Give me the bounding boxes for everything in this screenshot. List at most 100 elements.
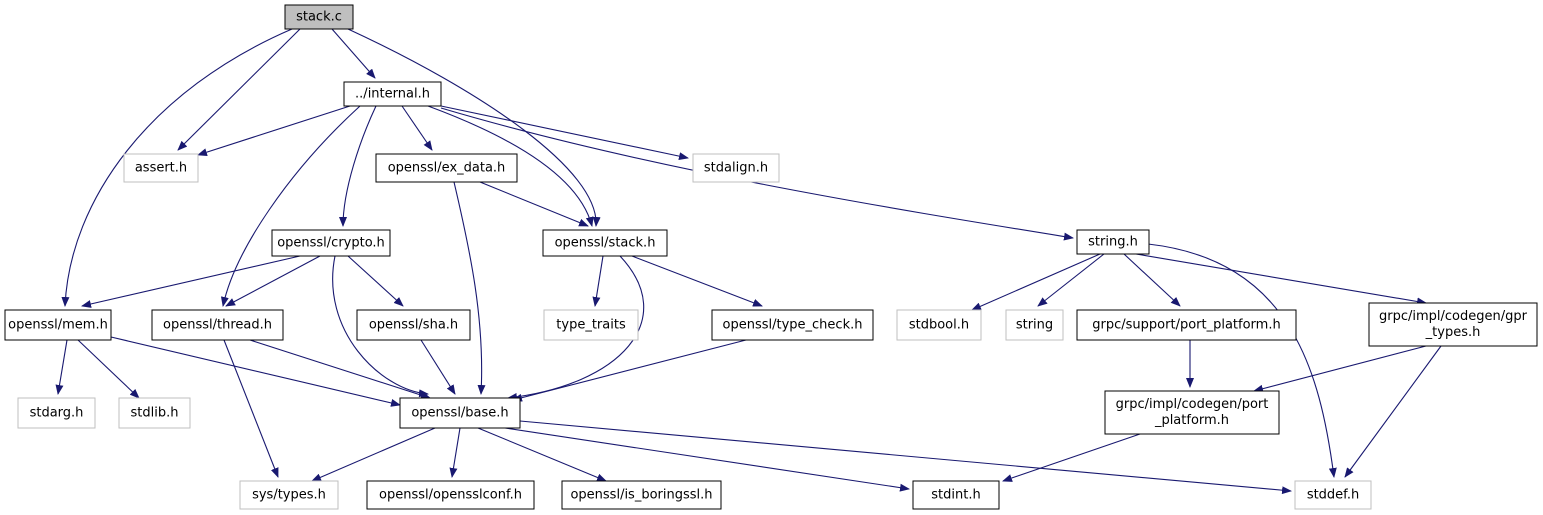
node-label: openssl/sha.h (369, 318, 458, 333)
node-label: ../internal.h (355, 87, 430, 102)
node-box (1104, 390, 1280, 435)
node-string: string (1005, 309, 1064, 341)
node-label: stdint.h (931, 488, 980, 503)
node-box (1368, 302, 1538, 347)
node-label: openssl/thread.h (163, 318, 272, 333)
edge-mem-h-to-base-h (110, 336, 401, 407)
edge-mem-h-to-stdlib-h (77, 339, 140, 399)
edge-string-h-to-stddef-h (1147, 243, 1337, 478)
node-type-traits: type_traits (543, 309, 639, 341)
node-stdarg-h: stdarg.h (17, 397, 96, 429)
node-label: type_traits (556, 318, 626, 333)
edge-internal-h-to-stdalign-h (440, 105, 689, 161)
node-box (366, 480, 535, 510)
edge-string-h-to-port-platform-h (1123, 253, 1181, 307)
node-label: openssl/crypto.h (277, 236, 385, 251)
edge-codegen-port-platform-h-to-stdint-h (1002, 433, 1141, 482)
node-sys-types-h: sys/types.h (239, 480, 339, 510)
edge-internal-h-to-string-h (440, 107, 1074, 241)
node-box (1076, 309, 1297, 341)
edge-internal-h-to-thread-h (220, 105, 361, 307)
edge-internal-h-to-ex-data-h (401, 105, 433, 151)
node-is-boringssl-h[interactable]: openssl/is_boringssl.h (561, 480, 722, 510)
node-stdalign-h: stdalign.h (692, 153, 780, 183)
node-thread-h[interactable]: openssl/thread.h (151, 309, 284, 341)
node-box (711, 309, 874, 341)
node-box (896, 309, 982, 341)
node-label: stdlib.h (131, 406, 179, 421)
node-box (399, 397, 521, 429)
edge-gpr-types-h-to-codegen-port-platform-h (1253, 345, 1427, 393)
edge-base-h-to-is-boringssl-h (477, 427, 607, 482)
edge-string-h-to-gpr-types-h (1135, 253, 1427, 306)
node-mem-h[interactable]: openssl/mem.h (4, 309, 112, 341)
node-stdlib-h: stdlib.h (118, 397, 191, 429)
node-stdbool-h: stdbool.h (896, 309, 982, 341)
node-box (271, 229, 391, 257)
edge-base-h-to-opensslconf-h (449, 427, 461, 478)
node-label: openssl/base.h (411, 406, 508, 421)
node-label: sys/types.h (252, 488, 326, 503)
node-box (17, 397, 96, 429)
edge-thread-h-to-base-h (249, 339, 431, 400)
node-base-h[interactable]: openssl/base.h (399, 397, 521, 429)
node-label: _types.h (1425, 325, 1481, 340)
node-type-check-h[interactable]: openssl/type_check.h (711, 309, 874, 341)
node-box (542, 229, 668, 257)
node-label: openssl/mem.h (8, 318, 108, 333)
edge-thread-h-to-sys-types-h (223, 339, 279, 478)
node-assert-h: assert.h (123, 153, 199, 183)
edge-crypto-h-to-thread-h (225, 255, 321, 307)
node-crypto-h[interactable]: openssl/crypto.h (271, 229, 391, 257)
edge-base-h-to-sys-types-h (311, 427, 436, 482)
edge-stack-h-to-type-traits (592, 255, 604, 307)
node-string-h[interactable]: string.h (1076, 229, 1150, 255)
edge-type-check-h-to-base-h (512, 339, 747, 402)
node-port-platform-h[interactable]: grpc/support/port_platform.h (1076, 309, 1297, 341)
node-stack-c[interactable]: stack.c (284, 4, 354, 30)
node-box (123, 153, 199, 183)
node-label: string (1016, 318, 1053, 333)
edge-stack-c-to-mem-h (61, 28, 293, 307)
edge-internal-h-to-stack-h (427, 105, 594, 227)
edge-stack-c-to-internal-h (331, 28, 376, 79)
edge-base-h-to-stddef-h (519, 420, 1292, 495)
node-label: openssl/ex_data.h (388, 161, 506, 176)
node-label: _platform.h (1154, 413, 1229, 428)
node-sha-h[interactable]: openssl/sha.h (356, 309, 471, 341)
node-box (1076, 229, 1150, 255)
node-gpr-types-h[interactable]: grpc/impl/codegen/gpr_types.h (1368, 302, 1538, 347)
nodes-layer: stack.c ../internal.h assert.h stdalign.h op… (4, 4, 1538, 510)
node-box (1005, 309, 1064, 341)
node-box (284, 4, 354, 30)
node-box (912, 480, 1000, 510)
edge-string-h-to-string (1037, 253, 1105, 307)
edge-crypto-h-to-sha-h (347, 255, 404, 307)
node-label: openssl/opensslconf.h (379, 488, 522, 503)
node-ex-data-h[interactable]: openssl/ex_data.h (375, 153, 518, 183)
edge-internal-h-to-assert-h (197, 105, 351, 157)
node-label: openssl/is_boringssl.h (570, 488, 712, 503)
node-label: grpc/support/port_platform.h (1092, 318, 1280, 333)
node-box (151, 309, 284, 341)
edge-sha-h-to-base-h (420, 339, 456, 395)
edge-stack-c-to-stack-h (347, 28, 601, 227)
node-label: stack.c (296, 10, 342, 25)
node-label: grpc/impl/codegen/gpr (1379, 309, 1528, 324)
node-stddef-h: stddef.h (1294, 480, 1372, 510)
node-internal-h[interactable]: ../internal.h (343, 81, 442, 107)
node-box (356, 309, 471, 341)
node-label: stdalign.h (704, 161, 768, 176)
node-box (692, 153, 780, 183)
node-opensslconf-h[interactable]: openssl/opensslconf.h (366, 480, 535, 510)
node-stack-h[interactable]: openssl/stack.h (542, 229, 668, 257)
node-label: stdarg.h (30, 406, 84, 421)
edge-mem-h-to-stdarg-h (55, 339, 68, 395)
node-label: assert.h (135, 161, 187, 176)
node-label: grpc/impl/codegen/port (1116, 397, 1269, 412)
edge-crypto-h-to-base-h (332, 255, 429, 398)
edge-gpr-types-h-to-stddef-h (1344, 345, 1442, 478)
node-codegen-port-platform-h[interactable]: grpc/impl/codegen/port_platform.h (1104, 390, 1280, 435)
node-stdint-h[interactable]: stdint.h (912, 480, 1000, 510)
